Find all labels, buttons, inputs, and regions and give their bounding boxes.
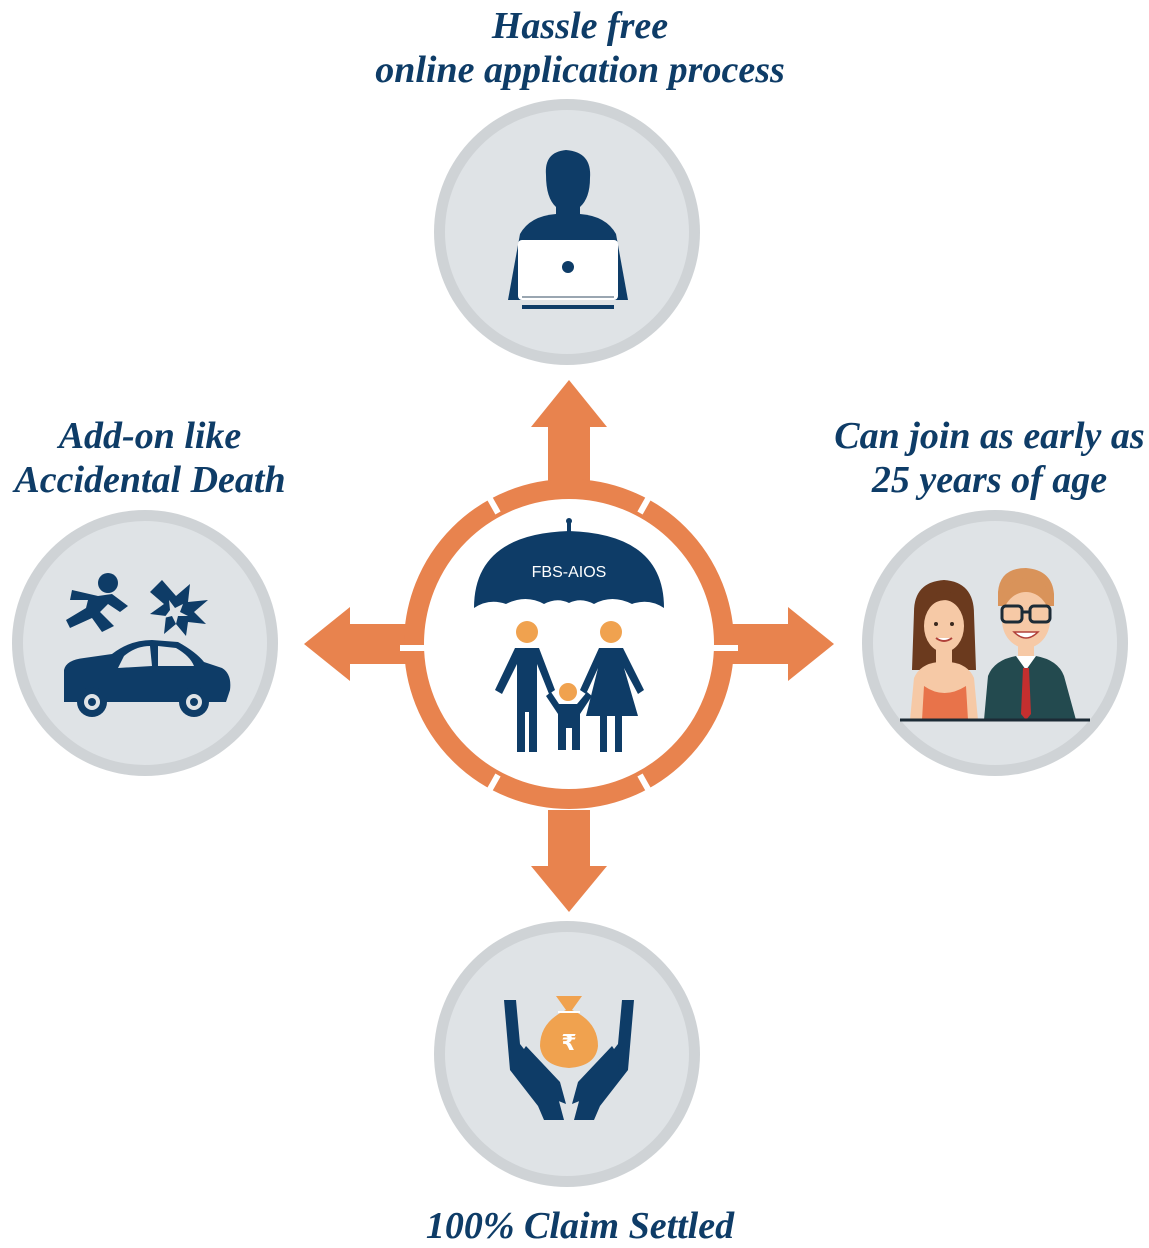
label-line: online application process [375,49,785,91]
arrow-down [531,810,607,912]
person-laptop-icon [508,150,628,309]
hands-money-bag-icon: ₹ [504,996,634,1120]
center-ring [400,479,738,809]
label-line: Can join as early as [834,415,1145,457]
umbrella-label: FBS-AIOS [532,564,607,581]
couple-icon [900,568,1090,722]
label-line: Add-on like [58,415,242,457]
feature-label-accidental-death: Add-on like Accidental Death [0,414,300,502]
arrow-left [304,607,408,681]
feature-label-claim-settled: 100% Claim Settled [300,1204,860,1248]
arrow-right [732,607,834,681]
family-umbrella-icon: FBS-AIOS [474,518,664,752]
feature-circle-right [862,510,1128,776]
rupee-icon: ₹ [561,1031,576,1056]
label-line: Hassle free [491,5,669,47]
car-accident-icon [64,573,231,717]
label-line: 100% Claim Settled [425,1205,735,1247]
feature-label-join-age: Can join as early as 25 years of age [830,414,1149,502]
label-line: Accidental Death [14,459,286,501]
arrow-up [531,380,607,485]
feature-label-online-application: Hassle free online application process [300,4,860,92]
label-line: 25 years of age [871,459,1108,501]
